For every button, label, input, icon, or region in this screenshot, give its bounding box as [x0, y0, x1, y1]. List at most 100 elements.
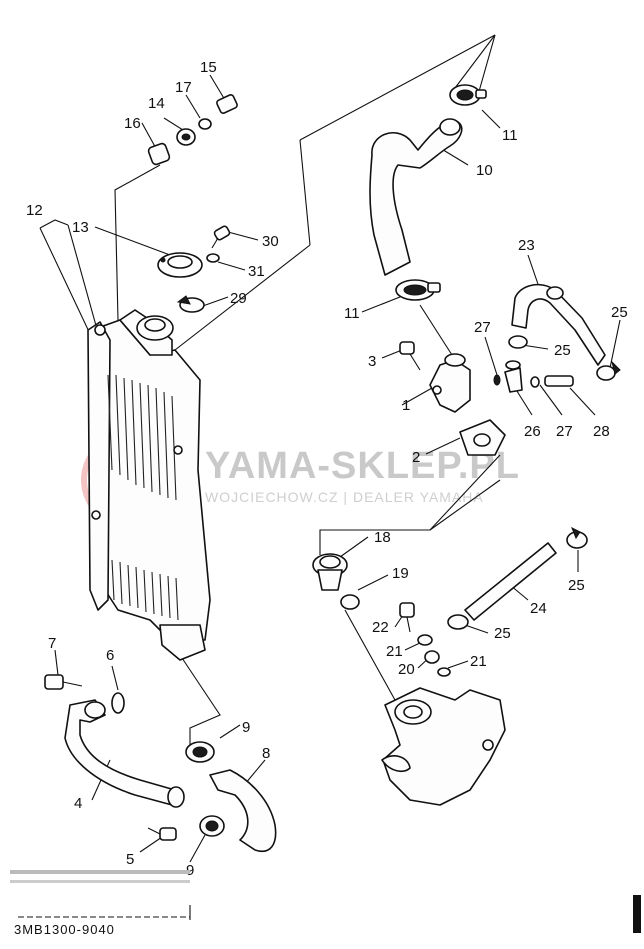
callout-21a: 21	[386, 643, 403, 660]
callout-20: 20	[398, 661, 415, 678]
radiator-mount-top	[94, 324, 106, 336]
hose-10	[369, 120, 463, 276]
footer-smudge	[10, 870, 641, 933]
fitting-group	[493, 360, 574, 393]
callout-12: 12	[26, 202, 43, 219]
leader-clamp-11-top	[477, 34, 496, 96]
clamp-25d	[447, 614, 469, 630]
callout-27a: 27	[474, 319, 491, 336]
callout-15: 15	[200, 59, 217, 76]
leader-12-bracket	[39, 219, 69, 229]
leader-31	[217, 261, 246, 271]
radiator-mount-left	[91, 510, 101, 520]
leader-radiator-to-hose	[174, 244, 311, 351]
callout-29: 29	[230, 290, 247, 307]
callout-17: 17	[175, 79, 192, 96]
callout-31: 31	[248, 263, 265, 280]
leader-9a	[219, 724, 241, 739]
callout-10: 10	[476, 162, 493, 179]
leader-lines	[18, 34, 621, 920]
fitting-26	[504, 367, 523, 393]
thermostat-group	[312, 553, 360, 610]
washer-27a	[493, 374, 501, 386]
pipe-4	[64, 699, 176, 806]
callout-13: 13	[72, 219, 89, 236]
leader-30	[227, 231, 259, 241]
collar-16	[147, 142, 171, 166]
callout-25a: 25	[554, 342, 571, 359]
bolt-28	[544, 375, 574, 387]
washer-17	[198, 118, 212, 130]
clamp-25a	[508, 335, 528, 349]
callout-19: 19	[392, 565, 409, 582]
leader-27b	[539, 384, 563, 416]
hose-8	[209, 769, 277, 852]
leader-11-top	[481, 109, 501, 129]
callout-27b: 27	[556, 423, 573, 440]
housing-fasteners	[399, 602, 451, 677]
callout-labels: 1 2 3 4 5 6 7 8 9 9 10 11 11 12 13 14 15…	[26, 59, 628, 879]
leader-11-lower	[361, 294, 406, 313]
callout-9-upper: 9	[242, 719, 250, 736]
leader-12-radiator-b	[67, 224, 101, 341]
callout-18: 18	[374, 529, 391, 546]
leader-10	[439, 147, 469, 166]
washer-31	[206, 253, 220, 263]
callout-9-lower: 9	[186, 862, 194, 879]
leader-v-right	[429, 479, 501, 531]
callout-11-lower: 11	[344, 305, 360, 322]
watermark: YAMA-SKLEP.PL WOJCIECHOW.CZ | DEALER YAM…	[81, 431, 519, 529]
leader-21b	[447, 660, 469, 669]
bolt-30	[211, 225, 231, 249]
leader-26	[514, 387, 533, 416]
hose-10-upper-end	[439, 118, 461, 136]
outlet-pipe-group	[399, 341, 506, 456]
clamp-29	[176, 295, 205, 313]
leader-clamp-11-top-b	[454, 34, 496, 89]
leader-7	[54, 649, 59, 676]
radiator-filler-opening	[144, 318, 166, 332]
leader-28	[569, 387, 596, 416]
callout-26: 26	[524, 423, 541, 440]
bolt-20	[424, 650, 440, 664]
thermostat-housing	[381, 687, 506, 806]
callout-1: 1	[402, 397, 410, 414]
leader-2	[425, 437, 461, 455]
leader-14	[163, 117, 184, 131]
callout-7: 7	[48, 635, 56, 652]
washer-21b	[437, 667, 451, 677]
bolt-15	[216, 94, 238, 114]
outlet-pipe-1	[429, 359, 471, 413]
seal-19	[340, 594, 360, 610]
radiator-mount-mid	[173, 445, 183, 455]
callout-28: 28	[593, 423, 610, 440]
leader-3	[381, 349, 403, 359]
bolt-3	[399, 341, 415, 355]
callout-8: 8	[262, 745, 270, 762]
leader-hose-vertical	[299, 139, 311, 246]
callout-6: 6	[106, 647, 114, 664]
leader-gasket-thermostat	[319, 454, 501, 555]
leader-25b	[609, 319, 621, 369]
callout-2: 2	[412, 449, 420, 466]
leader-thermostat-housing	[344, 609, 396, 701]
callout-25d: 25	[494, 625, 511, 642]
lower-left-group	[44, 674, 185, 841]
leader-15	[209, 74, 226, 101]
callout-16: 16	[124, 115, 141, 132]
leader-13	[94, 226, 171, 256]
callout-30: 30	[262, 233, 279, 250]
leader-16	[114, 164, 161, 321]
hose-10-group	[369, 84, 487, 301]
washer-27b	[530, 376, 540, 388]
edge-mark	[633, 895, 641, 933]
hose-8-group	[185, 741, 277, 852]
callout-3: 3	[368, 353, 376, 370]
callout-14: 14	[148, 95, 165, 112]
callout-11-top: 11	[502, 127, 518, 144]
callout-4: 4	[74, 795, 82, 812]
callout-24: 24	[530, 600, 547, 617]
callout-22: 22	[372, 619, 389, 636]
leader-27a	[484, 336, 498, 376]
